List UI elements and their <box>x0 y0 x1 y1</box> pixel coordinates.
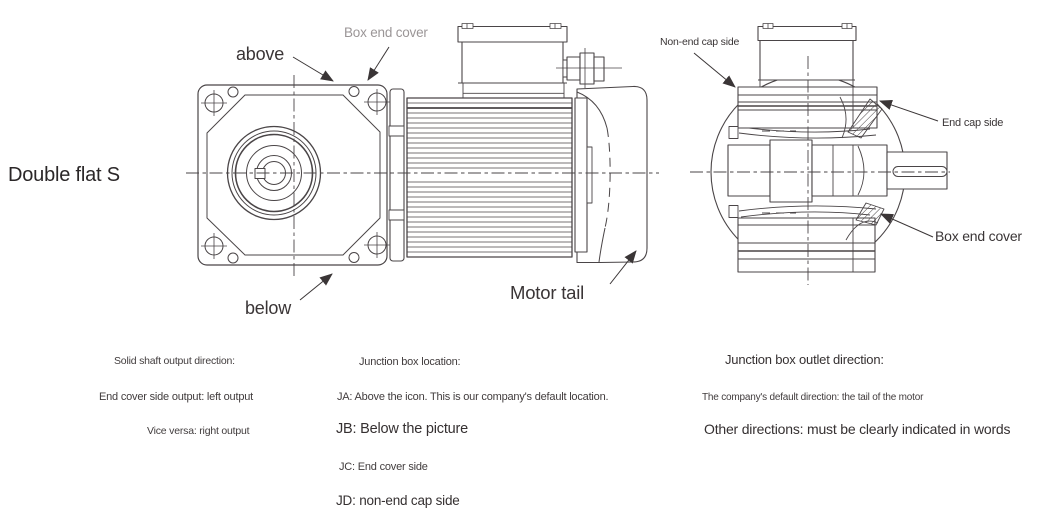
callout-end-cap-side: End cap side <box>942 117 1004 129</box>
note-junction-jd: JD: non-end cap side <box>336 493 460 508</box>
note-solid-shaft-right: Vice versa: right output <box>147 425 250 437</box>
note-solid-shaft-left: End cover side output: left output <box>99 391 254 403</box>
note-outlet-other: Other directions: must be clearly indica… <box>704 421 1011 437</box>
front-view-title: Double flat S <box>8 164 120 186</box>
note-junction-location-title: Junction box location: <box>359 356 461 368</box>
callout-box-end-cover-front: Box end cover <box>344 25 428 40</box>
callout-motor-tail: Motor tail <box>510 282 585 303</box>
callout-above: above <box>236 44 285 64</box>
note-solid-shaft-title: Solid shaft output direction: <box>114 355 235 367</box>
note-junction-jb: JB: Below the picture <box>336 421 469 437</box>
note-junction-ja: JA: Above the icon. This is our company'… <box>337 391 609 403</box>
note-outlet-title: Junction box outlet direction: <box>725 352 884 367</box>
rear-view-drawing <box>710 23 948 273</box>
side-view-drawing <box>388 23 648 264</box>
note-outlet-default: The company's default direction: the tai… <box>702 392 924 403</box>
callout-non-end-cap-side: Non-end cap side <box>660 36 740 48</box>
callout-below: below <box>245 298 292 318</box>
leader-arrows <box>292 46 939 301</box>
note-junction-jc: JC: End cover side <box>339 461 428 473</box>
center-lines <box>186 56 950 285</box>
callout-box-end-cover-rear: Box end cover <box>935 228 1022 244</box>
